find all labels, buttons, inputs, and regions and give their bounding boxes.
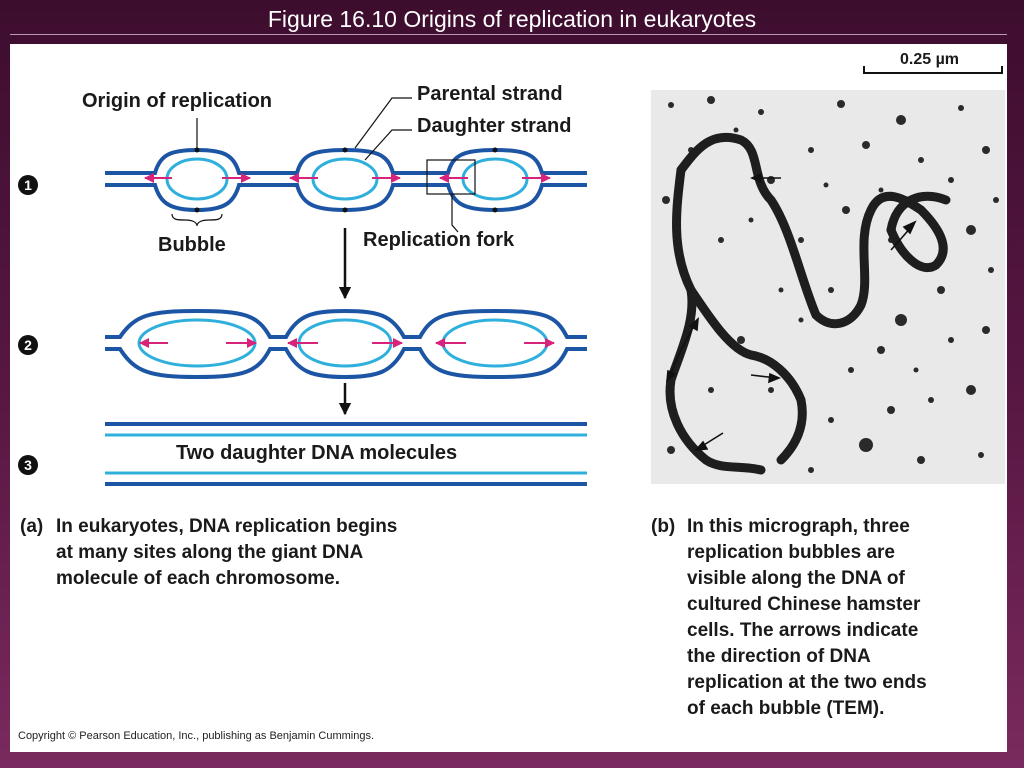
label-parental-strand: Parental strand	[417, 83, 563, 105]
origin-dots	[194, 147, 498, 213]
step2-parental-top	[105, 308, 587, 339]
step2-parental-bottom	[105, 347, 587, 380]
step3-dna	[105, 422, 587, 486]
caption-b: (b) In this micrograph, three replicatio…	[651, 514, 1011, 724]
micrograph-speckles	[662, 96, 999, 473]
caption-a-line: molecule of each chromosome.	[56, 568, 341, 589]
label-daughter-strand: Daughter strand	[417, 115, 572, 137]
caption-a: (a) In eukaryotes, DNA replication begin…	[20, 514, 610, 594]
caption-b-line: the direction of DNA	[687, 646, 871, 667]
title-divider	[10, 34, 1007, 35]
step-3-badge: 3	[18, 455, 38, 475]
caption-b-line: replication bubbles are	[687, 542, 895, 563]
caption-b-line: cells. The arrows indicate	[687, 620, 919, 641]
caption-b-line: replication at the two ends	[687, 672, 927, 693]
tem-micrograph	[651, 90, 1005, 484]
caption-b-line: In this micrograph, three	[687, 516, 910, 537]
caption-a-line: at many sites along the giant DNA	[56, 542, 364, 563]
slide-title: Figure 16.10 Origins of replication in e…	[267, 6, 757, 32]
scale-bar	[863, 66, 1003, 74]
copyright-notice: Copyright © Pearson Education, Inc., pub…	[18, 730, 375, 742]
label-two-daughter-molecules: Two daughter DNA molecules	[176, 442, 458, 464]
caption-b-line: visible along the DNA of	[687, 568, 905, 589]
scale-bar-label: 0.25 µm	[900, 51, 960, 68]
micrograph-dna-strands	[665, 132, 951, 475]
step1-dna	[105, 147, 587, 213]
step1-parental-top	[105, 147, 587, 175]
caption-b-line: of each bubble (TEM).	[687, 698, 885, 719]
caption-a-line: In eukaryotes, DNA replication begins	[56, 516, 398, 537]
step1-daughter-strands	[165, 157, 529, 201]
callout-lines	[171, 97, 476, 233]
step2-dna	[105, 308, 587, 380]
micrograph-arrows	[666, 172, 917, 451]
micrograph-image	[662, 96, 999, 475]
caption-a-tag: (a)	[20, 516, 44, 537]
caption-a-body: In eukaryotes, DNA replication begins at…	[56, 514, 397, 592]
step-2-badge: 2	[18, 335, 38, 355]
step2-daughter-strands	[137, 318, 549, 368]
caption-b-line: cultured Chinese hamster	[687, 594, 921, 615]
caption-b-tag: (b)	[651, 516, 676, 537]
bubble-brace	[171, 213, 223, 227]
step-1-badge: 1	[18, 175, 38, 195]
label-origin-of-replication: Origin of replication	[82, 90, 273, 112]
label-bubble: Bubble	[158, 234, 226, 256]
caption-b-body: In this micrograph, three replication bu…	[687, 514, 927, 722]
label-replication-fork: Replication fork	[363, 229, 515, 251]
fork-highlight-box	[426, 159, 476, 195]
